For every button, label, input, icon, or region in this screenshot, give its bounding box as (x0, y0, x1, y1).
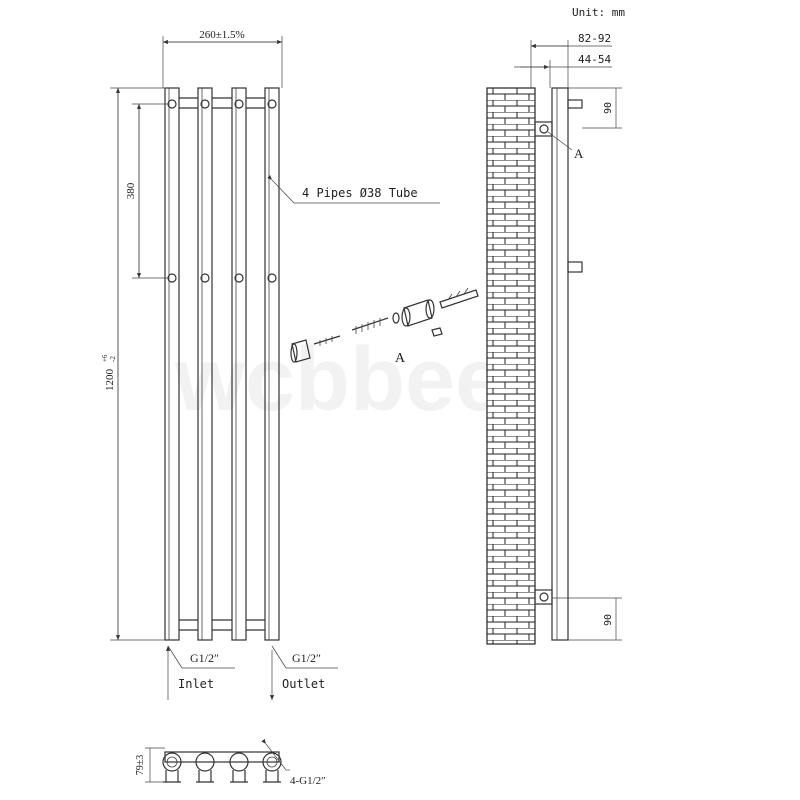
depth-inner-dimension: 44-54 (514, 53, 612, 88)
top-offset-dimension: 90 (568, 87, 622, 129)
fixing-kit: A (290, 287, 479, 366)
short-screw-icon (313, 335, 341, 346)
wall-cap-icon (401, 299, 435, 327)
mounting-points-mid (167, 273, 277, 283)
brick-wall (486, 87, 536, 645)
width-dim-label: 260±1.5% (199, 29, 244, 41)
depth-outer-label: 82-92 (578, 32, 611, 45)
pipe-clamp-icon (290, 339, 311, 363)
fixing-kit-label: A (395, 351, 406, 366)
bottom-header (179, 619, 265, 631)
watermark-text: wcbbee (174, 330, 505, 430)
wall-bracket-top (534, 99, 583, 137)
pipe-1 (164, 87, 180, 641)
height-dimension: 1200 +6 -2 (101, 87, 165, 641)
bottom-offset-dimension: 90 (552, 597, 622, 641)
connection-4 (262, 752, 282, 783)
width-dimension: 260±1.5% (162, 29, 283, 88)
bottom-header-bar (164, 751, 280, 763)
radiator-side-profile (551, 87, 569, 641)
connections-label: 4-G1/2″ (290, 775, 326, 787)
bracket-spacing-dimension: 380 (125, 103, 168, 279)
top-header (179, 97, 265, 109)
height-dim-label: 1200 (104, 369, 116, 392)
connection-2 (195, 752, 215, 783)
connection-1 (162, 752, 182, 783)
connection-3 (229, 752, 249, 783)
detail-ref-label: A (574, 146, 584, 161)
height-dim-tol-upper: +6 (101, 354, 109, 362)
mounting-points-top (167, 99, 277, 109)
wall-bracket-mid (567, 261, 583, 273)
bracket-spacing-label: 380 (125, 182, 137, 199)
bottom-offset-label: 90 (603, 614, 614, 626)
units-label: Unit: mm (572, 6, 625, 19)
front-view: 260±1.5% 1200 +6 -2 380 4 Pipes (101, 29, 440, 700)
wall-plug-icon (439, 287, 479, 309)
bottom-view: 79±3 4-G1/2″ (135, 738, 326, 787)
pipe-callout: 4 Pipes Ø38 Tube (267, 175, 440, 204)
set-screw-icon (431, 327, 443, 337)
wall-bracket-bottom (534, 589, 553, 605)
washer-icon (392, 312, 400, 324)
bottom-height-label: 79±3 (135, 755, 146, 776)
bottom-height-dimension: 79±3 (135, 747, 165, 783)
inlet-callout: G1/2″ Inlet (165, 645, 235, 700)
detail-ref-callout: A (547, 131, 584, 161)
inlet-label: Inlet (178, 677, 214, 691)
depth-outer-dimension: 82-92 (530, 32, 612, 88)
outlet-thread-label: G1/2″ (292, 651, 321, 665)
side-view: A 82-92 44-54 90 90 (486, 32, 622, 645)
depth-inner-label: 44-54 (578, 53, 611, 66)
pipe-4 (264, 87, 280, 641)
pipe-3 (231, 87, 247, 641)
outlet-label: Outlet (282, 677, 325, 691)
height-dim-tol-lower: -2 (109, 356, 117, 362)
long-screw-icon (351, 317, 389, 334)
inlet-thread-label: G1/2″ (190, 651, 219, 665)
connections-callout: 4-G1/2″ (261, 738, 326, 787)
outlet-callout: G1/2″ Outlet (269, 645, 338, 700)
pipe-callout-label: 4 Pipes Ø38 Tube (302, 186, 418, 200)
top-offset-label: 90 (603, 102, 614, 114)
pipe-2 (197, 87, 213, 641)
